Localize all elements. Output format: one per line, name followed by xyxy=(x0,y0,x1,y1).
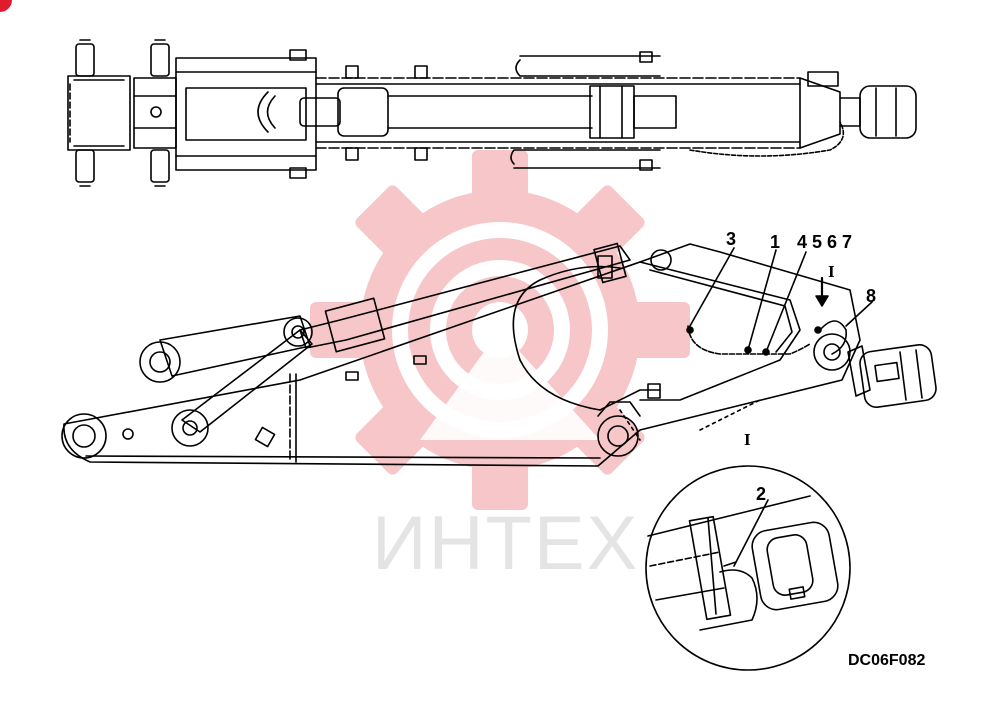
detail-marker: I xyxy=(828,262,835,281)
drawing-code: DC06F082 xyxy=(848,652,926,669)
callout-8: 8 xyxy=(866,286,877,306)
watermark-text: ИНТЕХ xyxy=(372,501,640,586)
callout-4-5-6-7: 4 5 6 7 xyxy=(797,232,853,252)
callout-3: 3 xyxy=(726,229,737,249)
detail-view xyxy=(645,465,851,671)
callout-1: 1 xyxy=(770,232,781,252)
side-view xyxy=(61,242,937,467)
detail-label: I xyxy=(744,430,751,449)
callout-2: 2 xyxy=(756,484,767,504)
top-view xyxy=(67,39,917,187)
